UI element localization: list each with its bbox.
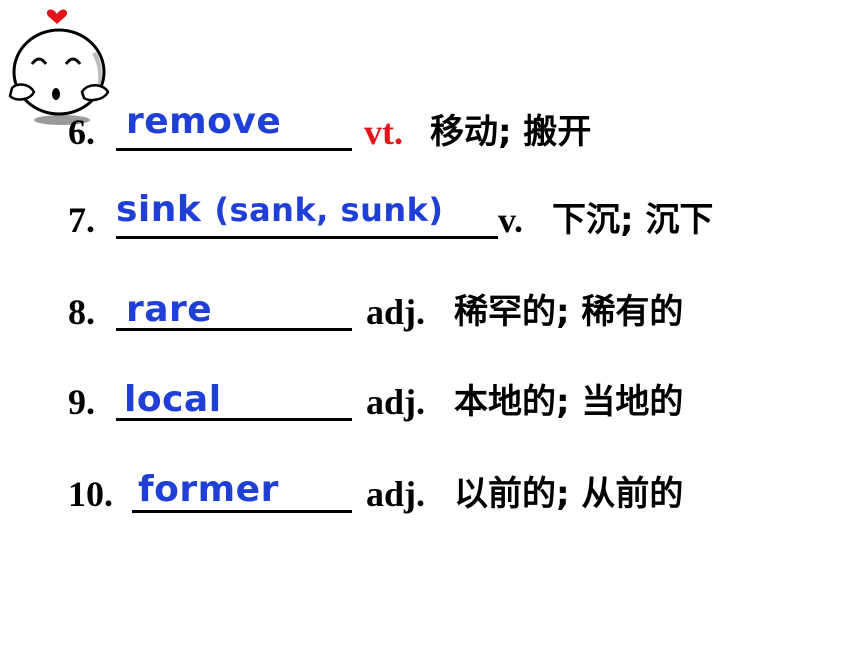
meaning: 以前的; 从前的: [454, 474, 684, 514]
part-of-speech: adj.: [366, 474, 426, 514]
answer-text: sink (sank, sunk): [116, 182, 444, 238]
answer-blank: [132, 466, 352, 513]
vocab-row-10: 10. former adj. 以前的; 从前的: [68, 466, 788, 522]
meaning: 稀罕的; 稀有的: [454, 292, 684, 332]
answer-blank: [116, 104, 352, 151]
vocab-row-6: 6. remove vt. 移动; 搬开: [68, 101, 768, 160]
answer-main: sink: [116, 189, 202, 230]
answer-blank: [116, 192, 498, 239]
meaning: 下沉; 沉下: [552, 200, 714, 240]
item-number: 6.: [68, 112, 95, 152]
answer-blank: [116, 284, 352, 331]
part-of-speech: adj.: [366, 292, 426, 332]
answer-text: remove: [126, 101, 282, 142]
answer-text: rare: [126, 289, 213, 330]
vocab-row-8: 8. rare adj. 稀罕的; 稀有的: [68, 284, 788, 340]
vocab-row-9: 9. local adj. 本地的; 当地的: [68, 374, 788, 430]
smiley-mascot-icon: [4, 2, 114, 130]
answer-forms: (sank, sunk): [214, 191, 444, 229]
answer-text: former: [138, 469, 279, 510]
part-of-speech: adj.: [366, 382, 426, 422]
meaning: 本地的; 当地的: [454, 382, 684, 422]
item-number: 9.: [68, 382, 95, 422]
answer-text: local: [124, 379, 222, 420]
item-number: 10.: [68, 474, 113, 514]
meaning: 移动; 搬开: [430, 112, 592, 152]
item-number: 8.: [68, 292, 95, 332]
part-of-speech: vt.: [364, 112, 403, 152]
answer-blank: [116, 374, 352, 421]
vocab-row-7: 7. sink (sank, sunk) v. 下沉; 沉下: [68, 189, 768, 248]
item-number: 7.: [68, 200, 95, 240]
heart-icon: [46, 9, 68, 24]
part-of-speech: v.: [498, 200, 524, 240]
